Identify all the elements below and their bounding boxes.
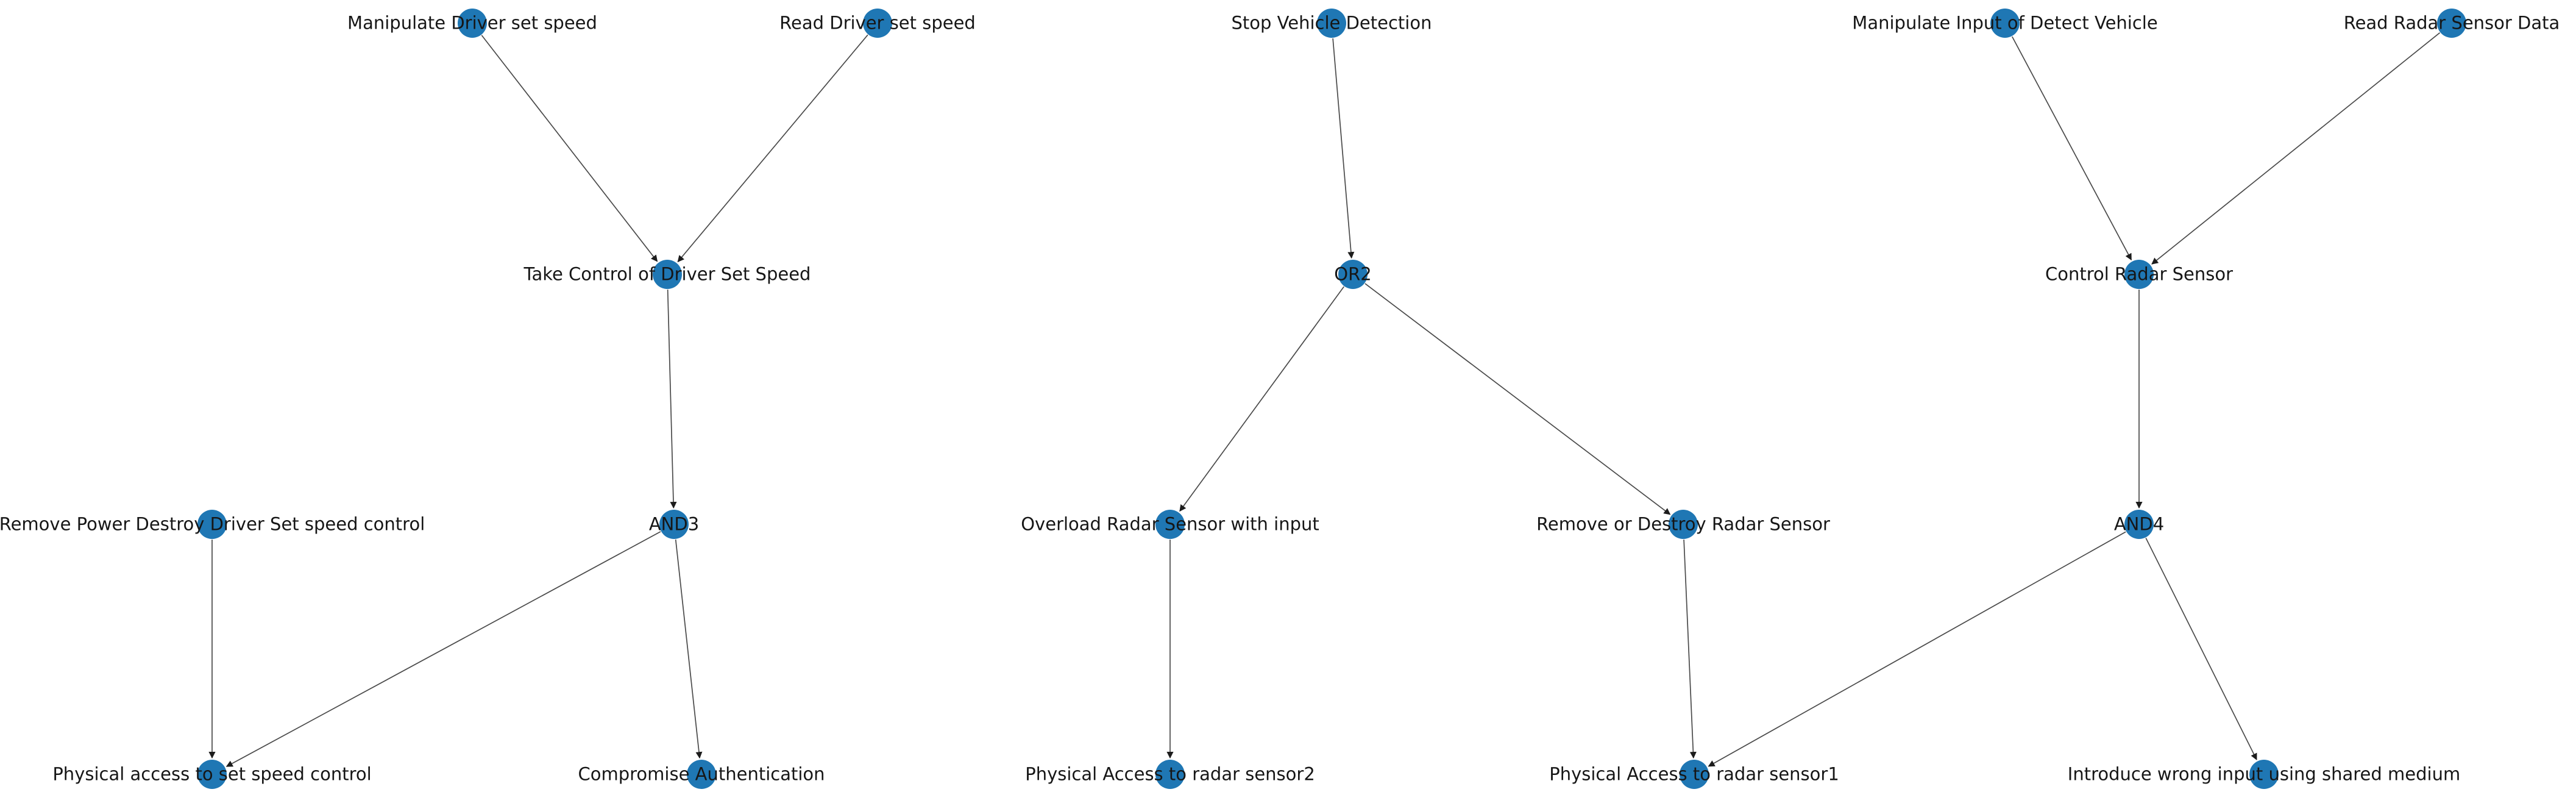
node-or2-marker: [1338, 260, 1368, 289]
edge-remove_destroy_radar-to-physical_access_radar1: [1683, 539, 1697, 759]
node-remove_destroy_radar-marker: [1669, 510, 1698, 539]
node-and4-marker: [2124, 510, 2154, 539]
edge-or2-to-remove_destroy_radar: [1364, 283, 1671, 515]
node-read_driver_set_speed-marker: [863, 9, 892, 38]
node-read_radar_sensor_data-marker: [2437, 9, 2466, 38]
node-manipulate_driver_set_speed-marker: [458, 9, 487, 38]
node-take_control_driver_set_speed-marker: [653, 260, 682, 289]
node-overload_radar_sensor-marker: [1155, 510, 1185, 539]
node-physical_access_radar1-marker: [1680, 760, 1709, 789]
edge-and3-to-physical_access_set_speed: [225, 531, 661, 767]
edge-manipulate_input_detect-to-control_radar_sensor: [2012, 36, 2132, 261]
node-physical_access_radar2-marker: [1155, 760, 1185, 789]
edge-and3-to-compromise_authentication: [675, 539, 703, 759]
edge-manipulate_driver_set_speed-to-take_control_driver_set_speed: [481, 35, 658, 262]
node-stop_vehicle_detection-marker: [1317, 9, 1346, 38]
node-physical_access_set_speed-marker: [197, 760, 227, 789]
node-and3-marker: [659, 510, 689, 539]
edge-read_radar_sensor_data-to-control_radar_sensor: [2151, 32, 2441, 265]
node-control_radar_sensor-marker: [2124, 260, 2154, 289]
node-remove_power_destroy_control-marker: [197, 510, 227, 539]
edge-take_control_driver_set_speed-to-and3: [667, 289, 677, 509]
node-manipulate_input_detect-marker: [1990, 9, 2020, 38]
node-introduce_wrong_input-marker: [2249, 760, 2279, 789]
node-compromise_authentication-marker: [687, 760, 716, 789]
edge-and4-to-introduce_wrong_input: [2145, 537, 2257, 760]
edge-and4-to-physical_access_radar1: [1708, 531, 2126, 767]
edge-or2-to-overload_radar_sensor: [1179, 286, 1344, 512]
edge-read_driver_set_speed-to-take_control_driver_set_speed: [677, 34, 868, 263]
edge-stop_vehicle_detection-to-or2: [1332, 38, 1355, 259]
